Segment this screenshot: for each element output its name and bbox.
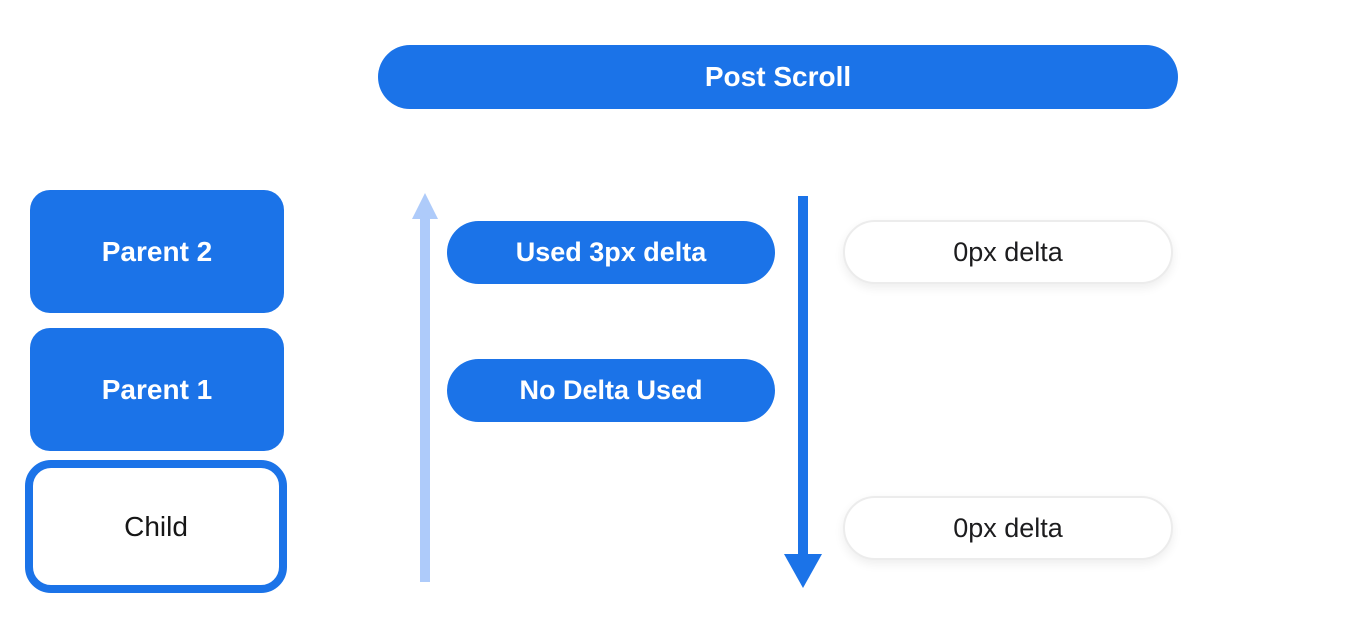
- scroll-down-arrow: [784, 196, 822, 588]
- up-arrow-shaft: [420, 217, 430, 582]
- zero-delta-pill-bottom: 0px delta: [843, 496, 1173, 560]
- no-delta-used-pill: No Delta Used: [447, 359, 775, 422]
- scroll-up-arrow: [412, 193, 438, 582]
- parent2-box: Parent 2: [30, 190, 284, 313]
- used-delta-pill: Used 3px delta: [447, 221, 775, 284]
- zero-delta-pill-top: 0px delta: [843, 220, 1173, 284]
- child-box: Child: [25, 460, 287, 593]
- down-arrow-shaft: [798, 196, 808, 556]
- post-scroll-banner: Post Scroll: [378, 45, 1178, 109]
- down-arrowhead-icon: [784, 554, 822, 588]
- up-arrowhead-icon: [412, 193, 438, 219]
- parent1-box: Parent 1: [30, 328, 284, 451]
